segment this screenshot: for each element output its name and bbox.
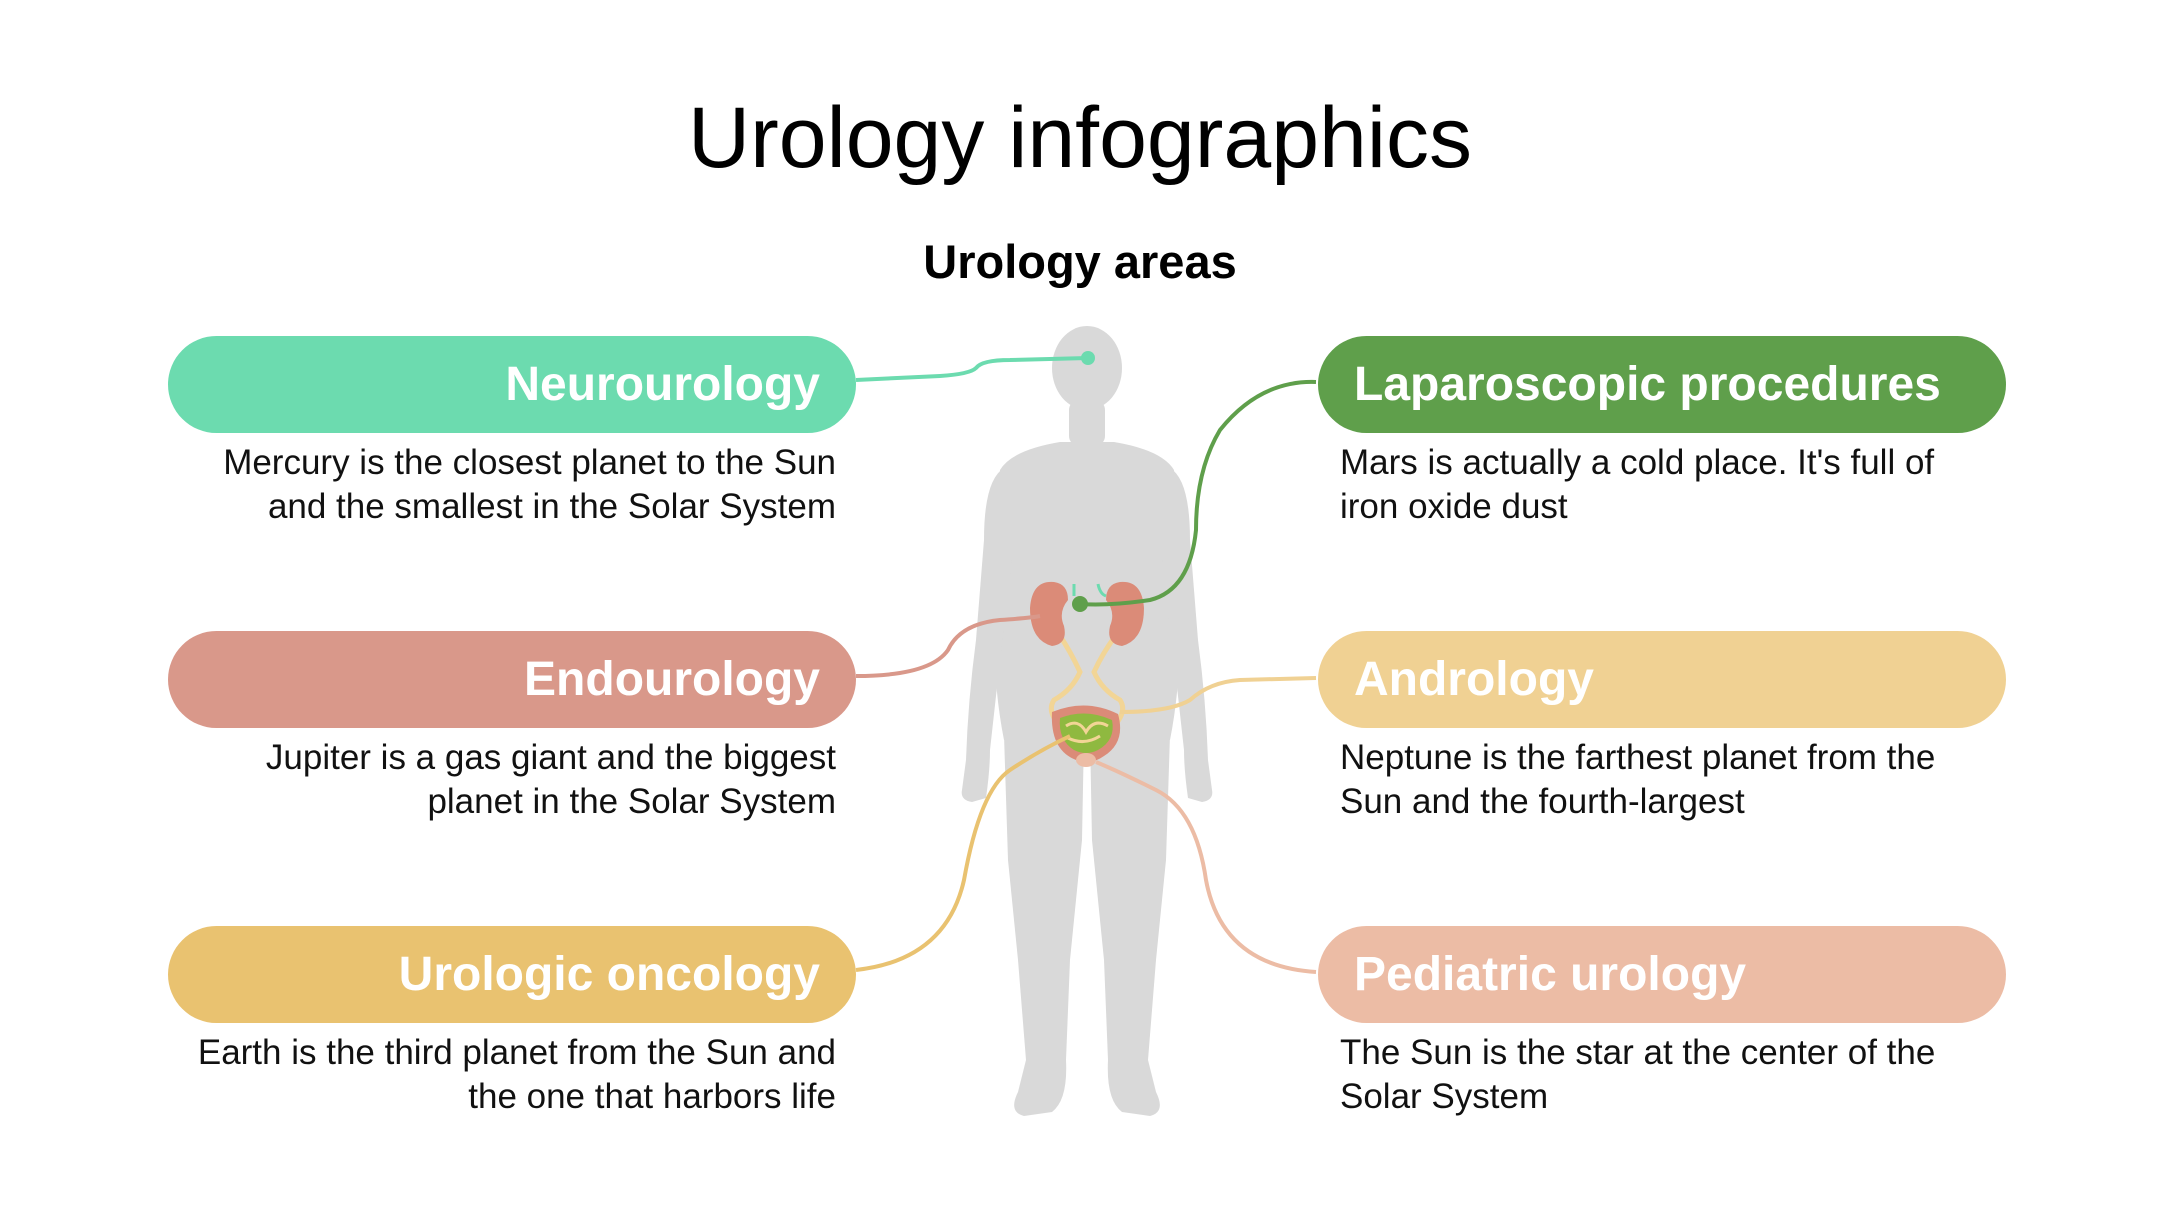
connector-andrology — [1119, 676, 1317, 714]
connector-neurourology-dot — [1081, 351, 1095, 365]
desc-andrology: Neptune is the farthest planet from the … — [1340, 738, 1936, 821]
bladder-detail — [1065, 721, 1109, 736]
pill-andrology-label: Andrology — [1354, 653, 1594, 706]
pill-endourology: Endourology — [168, 631, 856, 728]
silhouette-torso — [993, 442, 1181, 740]
connector-pediatric-urology — [1095, 760, 1317, 974]
desc-endourology: Jupiter is a gas giant and the biggest p… — [265, 738, 836, 821]
pill-andrology: Andrology — [1318, 631, 2006, 728]
human-silhouette — [961, 326, 1213, 1116]
silhouette-head — [1052, 326, 1122, 410]
pill-urologic-oncology: Urologic oncology — [168, 926, 856, 1023]
left-kidney — [1030, 581, 1068, 646]
pill-endourology-label: Endourology — [524, 653, 820, 706]
pill-neurourology-label: Neurourology — [505, 358, 820, 411]
silhouette-left-arm — [961, 468, 1012, 802]
urethra-base — [1076, 753, 1096, 767]
connectors — [855, 351, 1317, 974]
silhouette-right-leg — [1090, 735, 1170, 1116]
connector-urologic-oncology — [855, 734, 1071, 972]
silhouette-neck — [1069, 400, 1105, 446]
pill-laparoscopic-procedures-label: Laparoscopic procedures — [1354, 358, 1941, 411]
page-title: Urology infographics — [688, 90, 1472, 186]
silhouette-left-leg — [1004, 735, 1084, 1116]
desc-laparoscopic-procedures: Mars is actually a cold place. It's full… — [1340, 443, 1935, 526]
connector-laparoscopic — [1079, 379, 1317, 607]
bladder-detail-2 — [1067, 734, 1101, 743]
right-adrenal-icon — [1096, 583, 1107, 598]
silhouette-right-arm — [1162, 468, 1213, 802]
page-subtitle: Urology areas — [923, 235, 1237, 288]
right-kidney — [1106, 581, 1144, 646]
connector-laparoscopic-dot — [1072, 596, 1088, 612]
desc-neurourology: Mercury is the closest planet to the Sun… — [223, 443, 836, 526]
pill-pediatric-urology-label: Pediatric urology — [1354, 948, 1747, 1001]
pill-urologic-oncology-label: Urologic oncology — [398, 948, 820, 1001]
desc-urologic-oncology: Earth is the third planet from the Sun a… — [197, 1033, 836, 1116]
pill-neurourology: Neurourology — [168, 336, 856, 433]
pill-laparoscopic-procedures: Laparoscopic procedures — [1318, 336, 2006, 433]
connector-endourology — [855, 614, 1041, 678]
connector-neurourology — [855, 356, 1089, 382]
desc-pediatric-urology: The Sun is the star at the center of the… — [1340, 1033, 1936, 1116]
pill-pediatric-urology: Pediatric urology — [1318, 926, 2006, 1023]
